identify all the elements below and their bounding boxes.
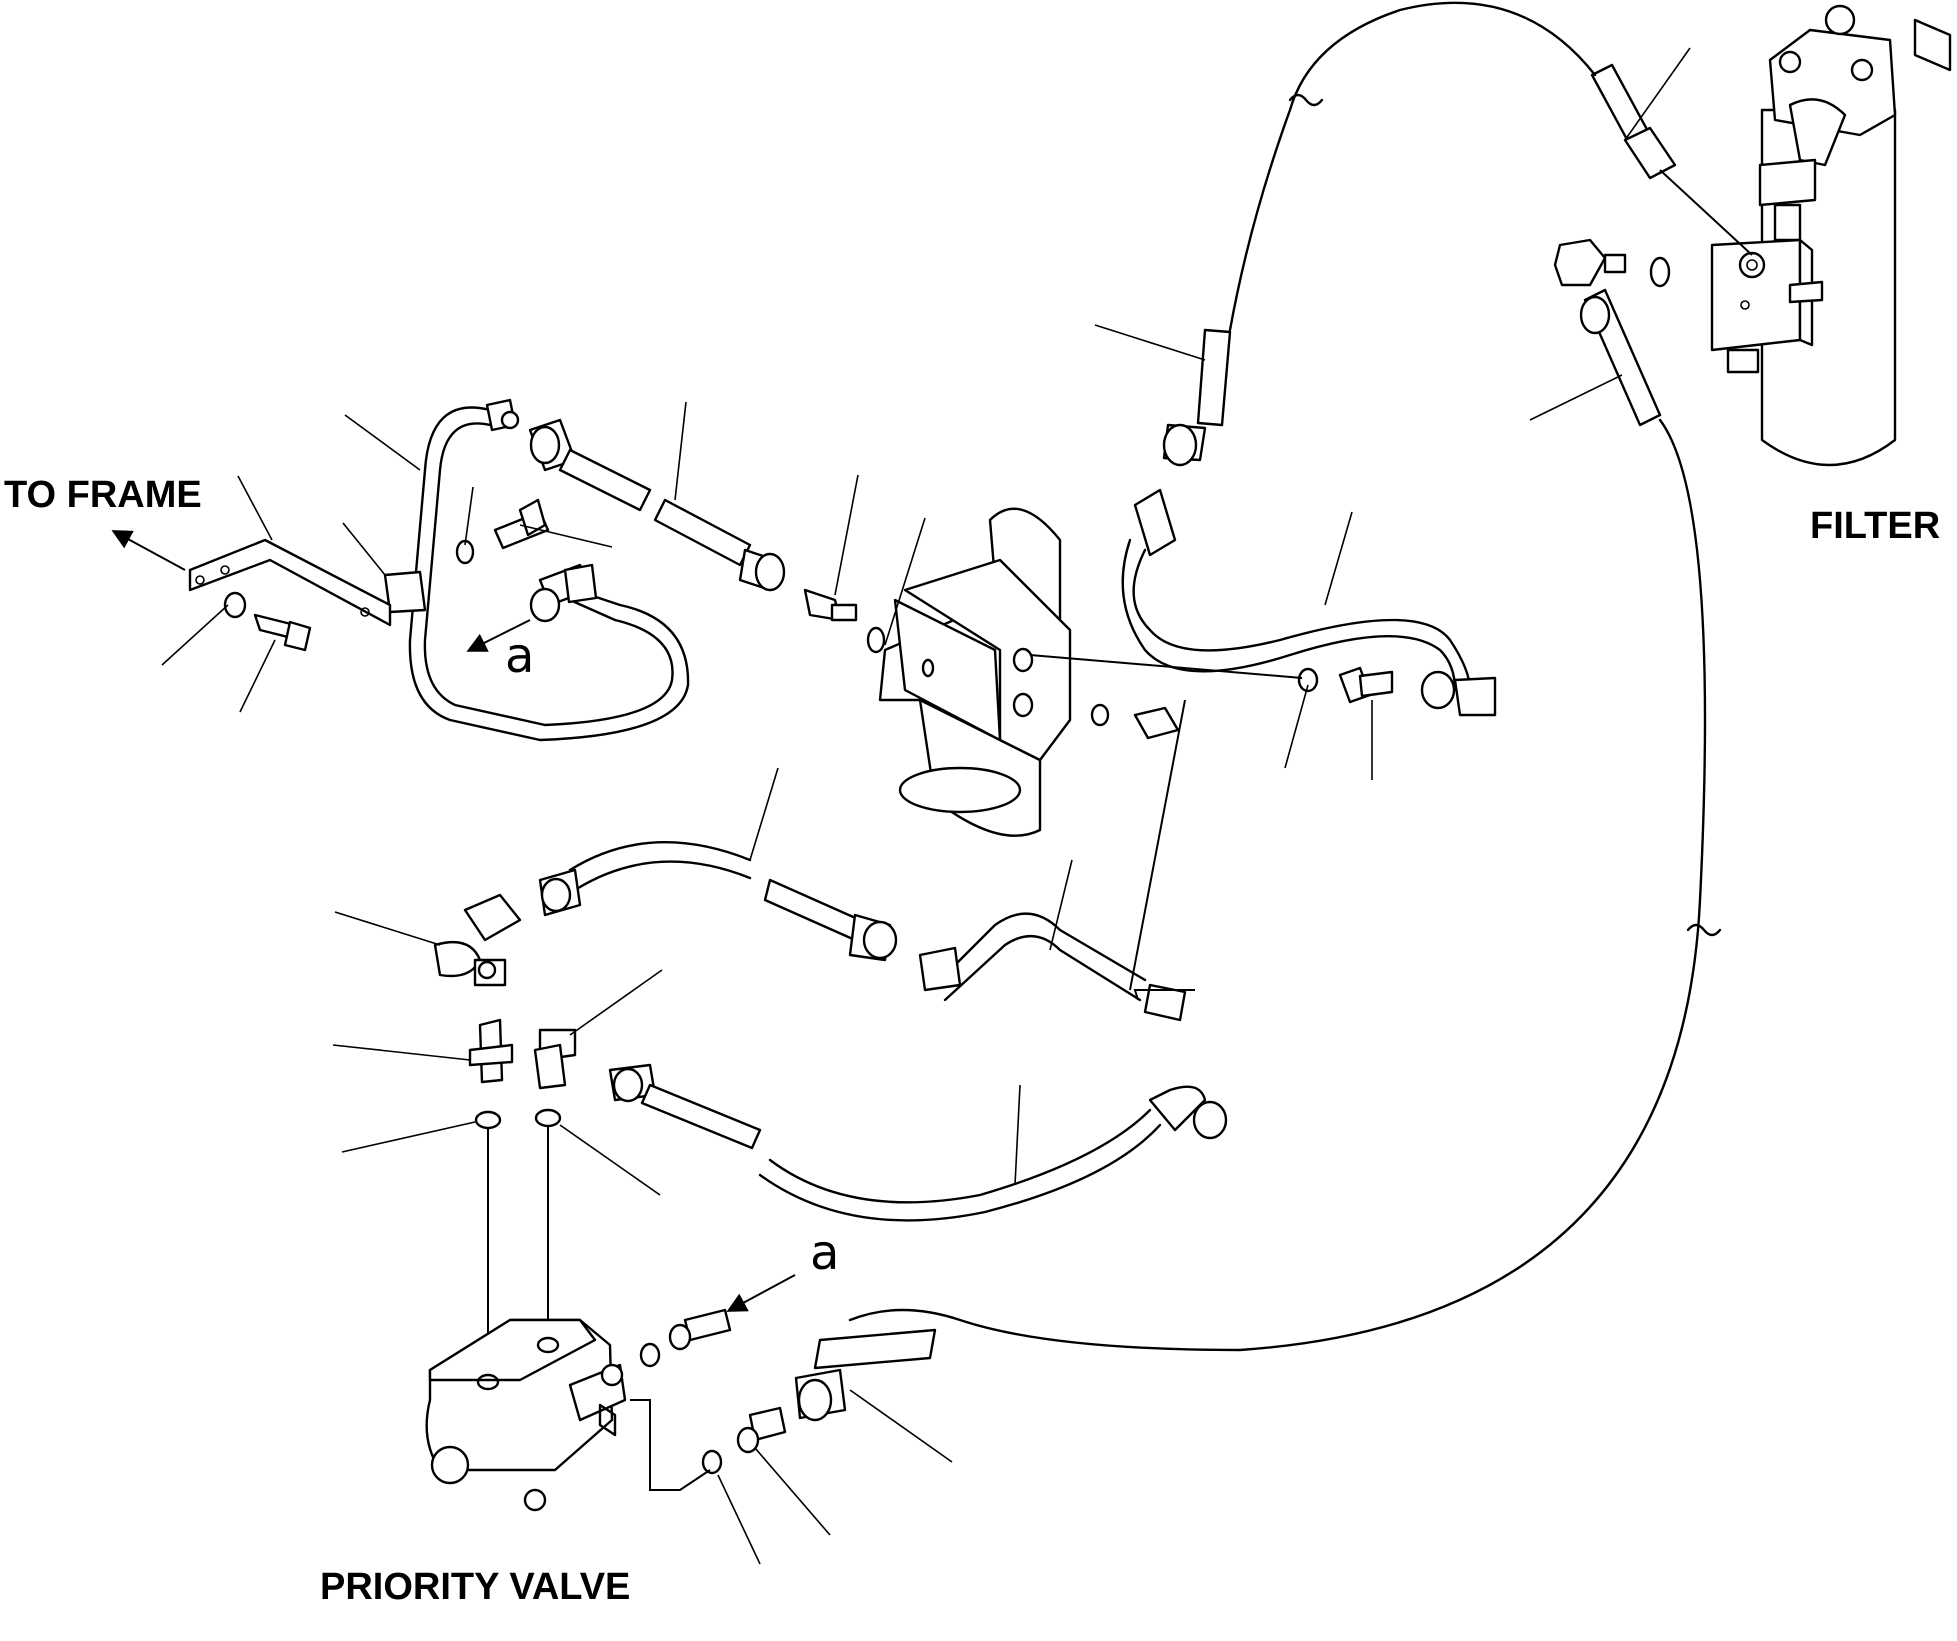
filter-return-hose [794,288,1722,1422]
center-vertical-hose [1162,328,1232,467]
center-right-pipe [1029,488,1497,740]
filter-upper-hose [1228,1,1753,332]
upper-left-hose [528,418,858,622]
reference-a-upper: a [505,628,535,684]
filter-label: FILTER [1810,505,1941,547]
leader-lines [161,47,1691,1565]
middle-hose [538,699,1195,1022]
to-frame-label: TO FRAME [4,474,202,516]
priority-valve [425,1274,796,1512]
frame-bracket [111,530,392,652]
filter-assembly [1553,4,1952,467]
center-valve-block [866,507,1072,837]
lower-hose [608,1063,1228,1222]
reference-a-lower: a [810,1225,840,1281]
left-fittings [433,893,577,1380]
priority-valve-label: PRIORITY VALVE [320,1566,631,1608]
